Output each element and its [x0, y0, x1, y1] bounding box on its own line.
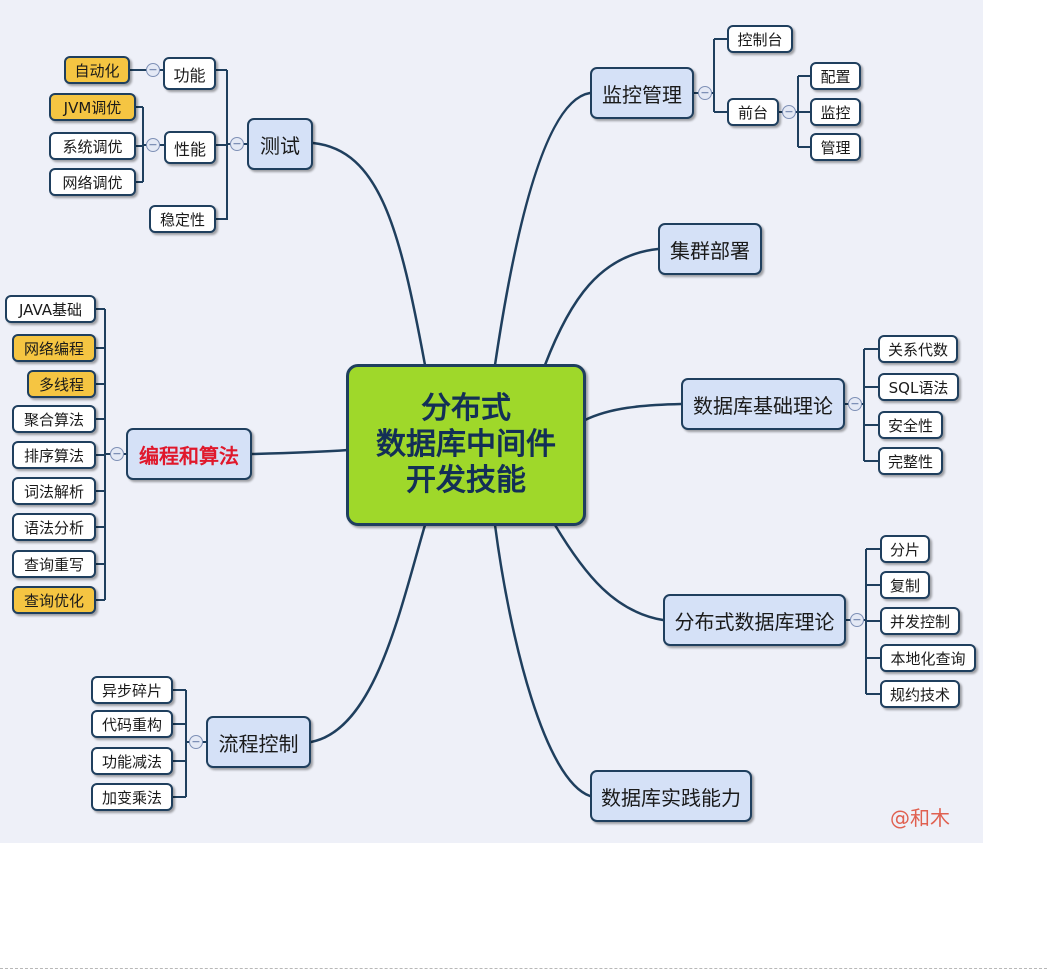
connector-cluster — [543, 247, 660, 367]
collapse-toggle-prog[interactable]: − — [110, 447, 124, 461]
collapse-toggle-dbtheory[interactable]: − — [848, 397, 862, 411]
branch-monitor[interactable]: 监控管理 — [590, 67, 694, 119]
leaf-replication[interactable]: 复制 — [880, 571, 930, 599]
connector-test — [311, 141, 427, 367]
branch-programming[interactable]: 编程和算法 — [126, 428, 252, 480]
collapse-toggle-func[interactable]: − — [146, 63, 160, 77]
leaf-feature-subtraction[interactable]: 功能减法 — [91, 747, 173, 775]
node-perf[interactable]: 性能 — [164, 131, 216, 164]
leaf-multithreading[interactable]: 多线程 — [27, 370, 96, 398]
collapse-toggle-front[interactable]: − — [782, 105, 796, 119]
collapse-toggle-perf[interactable]: − — [146, 138, 160, 152]
center-topic[interactable]: 分布式 数据库中间件 开发技能 — [346, 364, 586, 526]
mindmap-canvas: − − − − − − − − − 分布式 数据库中间件 开发技能 测试 功能 … — [0, 0, 983, 843]
connector-flow — [309, 523, 427, 744]
leaf-security[interactable]: 安全性 — [878, 411, 943, 439]
leaf-config[interactable]: 配置 — [810, 62, 861, 90]
branch-test[interactable]: 测试 — [247, 118, 313, 170]
leaf-sql-syntax[interactable]: SQL语法 — [878, 373, 959, 401]
leaf-manage[interactable]: 管理 — [810, 133, 861, 161]
leaf-query-rewrite[interactable]: 查询重写 — [12, 550, 96, 578]
connector-prog — [250, 448, 350, 456]
leaf-system-tuning[interactable]: 系统调优 — [49, 132, 136, 160]
collapse-toggle-dist[interactable]: − — [850, 613, 864, 627]
leaf-java-basics[interactable]: JAVA基础 — [5, 295, 96, 323]
leaf-parser[interactable]: 语法分析 — [12, 513, 96, 541]
leaf-refactor[interactable]: 代码重构 — [91, 710, 173, 738]
collapse-toggle-flow[interactable]: − — [189, 735, 203, 749]
node-front[interactable]: 前台 — [727, 98, 779, 126]
node-func[interactable]: 功能 — [163, 57, 216, 90]
branch-distributed-theory[interactable]: 分布式数据库理论 — [663, 594, 846, 646]
node-stable[interactable]: 稳定性 — [149, 205, 216, 233]
leaf-aggregation[interactable]: 聚合算法 — [12, 405, 96, 433]
leaf-async-fragment[interactable]: 异步碎片 — [91, 676, 173, 704]
node-console[interactable]: 控制台 — [727, 25, 793, 53]
leaf-add-to-multiply[interactable]: 加变乘法 — [91, 783, 173, 811]
branch-cluster[interactable]: 集群部署 — [658, 223, 762, 275]
leaf-relational-algebra[interactable]: 关系代数 — [878, 335, 958, 363]
watermark: @和木 — [890, 806, 950, 830]
collapse-toggle-test[interactable]: − — [230, 137, 244, 151]
leaf-query-optimization[interactable]: 查询优化 — [12, 586, 96, 614]
leaf-network-programming[interactable]: 网络编程 — [12, 334, 96, 362]
leaf-concurrency-control[interactable]: 并发控制 — [880, 607, 960, 635]
branch-db-practice[interactable]: 数据库实践能力 — [590, 770, 752, 822]
center-line-1: 分布式 — [421, 391, 511, 426]
connector-dist — [553, 523, 665, 622]
connector-monitor — [493, 91, 592, 367]
leaf-monitor[interactable]: 监控 — [810, 98, 861, 126]
leaf-integrity[interactable]: 完整性 — [878, 447, 943, 475]
branch-db-theory[interactable]: 数据库基础理论 — [681, 378, 845, 430]
leaf-sharding[interactable]: 分片 — [880, 535, 930, 563]
leaf-sorting[interactable]: 排序算法 — [12, 441, 96, 469]
leaf-jvm-tuning[interactable]: JVM调优 — [49, 93, 136, 121]
leaf-automation[interactable]: 自动化 — [64, 56, 130, 84]
connector-practice — [493, 523, 592, 798]
bottom-dashed-divider — [0, 968, 1047, 969]
branch-flow-control[interactable]: 流程控制 — [206, 716, 311, 768]
leaf-localized-query[interactable]: 本地化查询 — [880, 644, 976, 672]
leaf-reduction[interactable]: 规约技术 — [880, 680, 960, 708]
connector-dbtheory — [583, 402, 683, 422]
leaf-lexer[interactable]: 词法解析 — [12, 477, 96, 505]
leaf-network-tuning[interactable]: 网络调优 — [49, 168, 136, 196]
collapse-toggle-monitor[interactable]: − — [698, 86, 712, 100]
center-line-3: 开发技能 — [406, 463, 526, 498]
center-line-2: 数据库中间件 — [376, 427, 556, 462]
